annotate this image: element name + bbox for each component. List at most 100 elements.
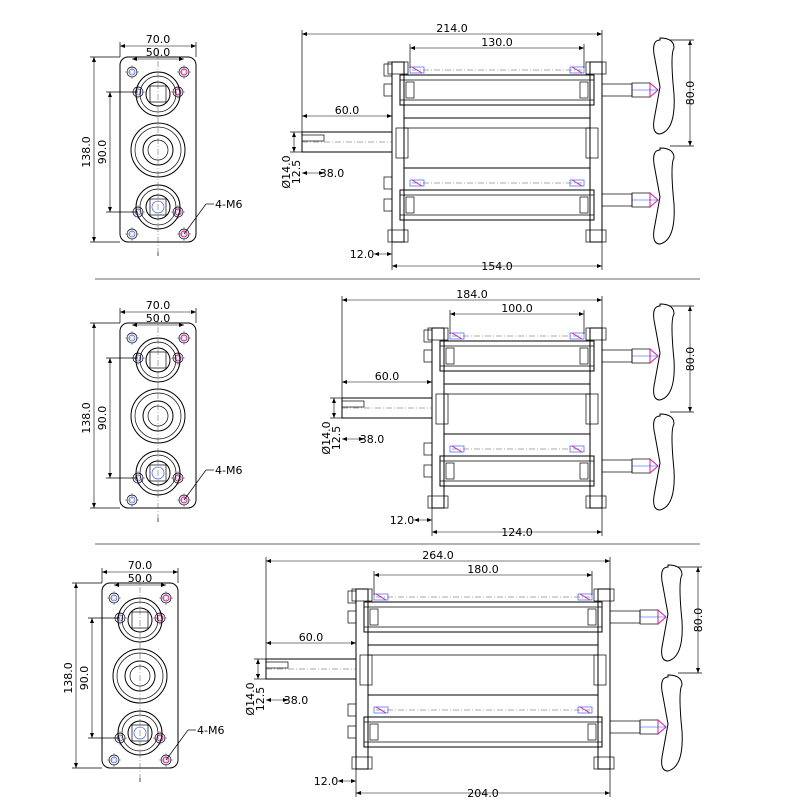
- tie-rod-end: [373, 706, 389, 714]
- tie-rod-end: [569, 66, 585, 74]
- keyway: [301, 134, 325, 142]
- bolt-callout: 4-M6: [215, 464, 242, 477]
- drive-roller: [403, 117, 591, 169]
- dim-width-70: 70.0: [128, 559, 153, 572]
- drive-bearing-right: [593, 654, 607, 686]
- dimension-arrow: [302, 171, 324, 175]
- dim-flange: 12.0: [350, 248, 375, 261]
- bearing: [579, 196, 589, 214]
- bearing: [445, 462, 455, 480]
- drive-bearing-right: [585, 127, 599, 159]
- nut: [383, 83, 393, 97]
- nut: [423, 442, 433, 456]
- screw-shank: [601, 83, 633, 97]
- dim-keylen: 38.0: [320, 167, 345, 180]
- boss-ring: [139, 188, 177, 226]
- tie-rod-end: [577, 593, 593, 601]
- dim-width-50: 50.0: [128, 572, 153, 585]
- screw-shank: [601, 459, 633, 473]
- tie-rod-end: [569, 179, 585, 187]
- bearing: [579, 347, 589, 365]
- thread-mark: [411, 179, 423, 187]
- t-handle: [661, 564, 683, 662]
- dim-rod: 130.0: [481, 36, 513, 49]
- screw-shank: [601, 193, 633, 207]
- screw-shank: [609, 610, 641, 624]
- bearing: [405, 81, 415, 99]
- t-handle: [653, 37, 675, 135]
- drive-bearing-left: [395, 127, 409, 159]
- dimension-arrow: [338, 779, 356, 783]
- bearing: [369, 723, 379, 741]
- boss-ring: [121, 714, 159, 752]
- thread-mark: [375, 706, 387, 714]
- dim-key: 12.5: [290, 160, 303, 185]
- dim-height-90: 90.0: [78, 666, 91, 691]
- dim-overall: 214.0: [436, 22, 468, 35]
- nut: [423, 349, 433, 363]
- bearing: [369, 608, 379, 626]
- dim-key: 12.5: [330, 426, 343, 451]
- keyway: [341, 400, 365, 408]
- end-cap: [593, 756, 615, 770]
- nut: [383, 198, 393, 212]
- dim-shaft: 60.0: [375, 370, 400, 383]
- end-cap: [585, 229, 607, 243]
- bolt-callout: 4-M6: [215, 198, 242, 211]
- thread-mark: [579, 706, 591, 714]
- end-cap: [427, 495, 449, 509]
- bolt-callout: 4-M6: [197, 724, 224, 737]
- nut: [383, 176, 393, 190]
- dim-diameter: Ø14.0: [280, 155, 293, 188]
- dim-key: 12.5: [254, 687, 267, 712]
- dim-width-70: 70.0: [146, 33, 171, 46]
- nut: [347, 590, 357, 604]
- nut: [383, 63, 393, 77]
- dim-flange: 12.0: [314, 775, 339, 788]
- dimension-arrow: [256, 659, 260, 679]
- tie-rod-end: [449, 445, 465, 453]
- dim-handle: 80.0: [684, 81, 697, 106]
- tie-rod-end: [577, 706, 593, 714]
- tie-rod-end: [373, 593, 389, 601]
- dim-height-138: 138.0: [80, 136, 93, 168]
- thread-mark: [451, 332, 463, 340]
- upper-roller: [399, 74, 595, 106]
- screw-shank: [601, 349, 633, 363]
- t-handle: [653, 303, 675, 401]
- thread-mark: [571, 179, 583, 187]
- dimension-arrow: [266, 698, 288, 702]
- thread-mark: [571, 332, 583, 340]
- dim-overall: 264.0: [422, 549, 454, 562]
- end-cap: [351, 588, 373, 602]
- end-cap: [593, 588, 615, 602]
- dim-shaft: 60.0: [335, 104, 360, 117]
- dim-diameter: Ø14.0: [244, 682, 257, 715]
- t-handle: [653, 413, 675, 511]
- drive-bearing-right: [585, 393, 599, 425]
- upper-roller: [363, 601, 603, 633]
- boss-ring: [139, 454, 177, 492]
- dimension-arrow: [292, 132, 296, 152]
- nut: [423, 329, 433, 343]
- thread-mark: [579, 593, 591, 601]
- thread-mark: [451, 445, 463, 453]
- t-handle: [661, 674, 683, 772]
- bearing: [587, 723, 597, 741]
- end-cap: [585, 495, 607, 509]
- dim-base: 154.0: [481, 260, 513, 273]
- dim-rod: 180.0: [467, 563, 499, 576]
- tie-rod-end: [449, 332, 465, 340]
- tie-rod-end: [569, 445, 585, 453]
- dim-height-90: 90.0: [96, 406, 109, 431]
- nut: [347, 703, 357, 717]
- dim-keylen: 38.0: [284, 694, 309, 707]
- tie-rod-end: [569, 332, 585, 340]
- thread-mark: [375, 593, 387, 601]
- dim-handle: 80.0: [684, 347, 697, 372]
- leader-line: [183, 203, 207, 235]
